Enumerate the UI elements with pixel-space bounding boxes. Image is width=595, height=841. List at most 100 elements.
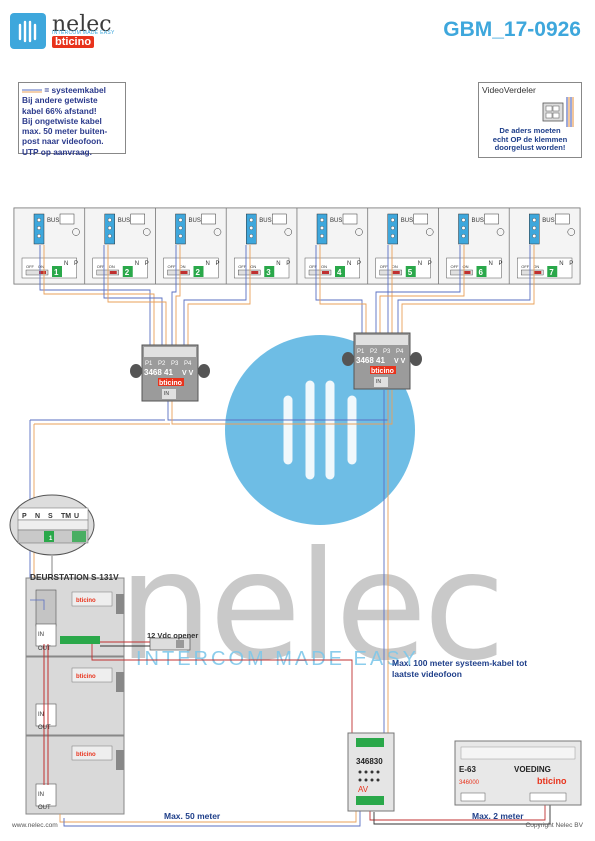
door-in-label: IN [38, 632, 44, 638]
bus-label: BUS [118, 218, 130, 224]
door-out-label: OUT [38, 646, 51, 652]
n-label: N [489, 261, 493, 267]
switch-knob [109, 271, 117, 274]
screen-icon [130, 213, 145, 225]
note-line: Bij andere getwiste [22, 95, 98, 106]
power-model-name: E-63 [459, 765, 476, 774]
av-model: 346830 [356, 757, 383, 766]
monitor-address-badge [335, 266, 345, 277]
bus-label: BUS [47, 218, 59, 224]
screen-icon [484, 213, 499, 225]
terminal-screw-icon [461, 217, 466, 222]
crosshair-icon [496, 228, 505, 236]
off-label: OFF [380, 264, 389, 269]
power-title: VOEDING [514, 765, 551, 774]
port-label: P1 [145, 361, 153, 367]
distributor-terminals [356, 335, 408, 345]
terminal-led-number: 1 [49, 536, 53, 542]
screen-icon [59, 213, 75, 225]
note-line: post naar videofoon. [22, 136, 104, 147]
p-label: P [357, 261, 361, 267]
terminal-screw-icon [249, 233, 254, 238]
terminal-detail-icon [542, 97, 574, 127]
off-label: OFF [97, 264, 106, 269]
mount-ear-icon [342, 352, 354, 366]
p-label: P [286, 261, 290, 267]
distributor-in-label: IN [376, 379, 381, 385]
door-brand: bticino [76, 752, 96, 758]
av-module [347, 732, 395, 812]
n-label: N [135, 261, 139, 267]
terminal-screw-icon [37, 225, 42, 230]
on-label: ON [180, 264, 186, 269]
off-on-switch [379, 269, 402, 276]
on-label: ON [250, 264, 256, 269]
terminal-screw-icon [249, 225, 254, 230]
monitor-number: 5 [408, 268, 413, 277]
terminal-screw-icon [107, 233, 112, 238]
off-on-switch [25, 269, 49, 276]
nelec-logo-icon [10, 13, 46, 49]
off-on-switch [521, 269, 544, 276]
av-label: AV [358, 785, 369, 794]
switch-knob [534, 271, 542, 274]
crosshair-icon [213, 228, 222, 236]
distributor-vv: V V [394, 358, 406, 365]
p-label: P [216, 261, 220, 267]
door-out-label: OUT [38, 725, 51, 731]
terminal-screw-icon [249, 217, 254, 222]
door-brand: bticino [76, 674, 96, 680]
off-label: OFF [521, 264, 530, 269]
power-brand: bticino [537, 776, 567, 786]
distributor-brand: bticino [159, 380, 182, 387]
port-label: P4 [184, 361, 192, 367]
off-label: OFF [168, 264, 177, 269]
port-label: P3 [171, 361, 179, 367]
crosshair-icon [355, 228, 363, 236]
max-2-note: Max. 2 meter [472, 811, 524, 821]
terminal-screw-icon [178, 217, 183, 222]
door-terminal-label: N [35, 513, 40, 520]
distributor-in-terminal [162, 389, 176, 399]
terminal-screw-icon [178, 225, 183, 230]
screen-icon [342, 213, 358, 225]
p-label: P [569, 261, 573, 267]
on-label: ON [463, 264, 469, 269]
note-line: kabel 66% afstand! [22, 105, 97, 116]
cable-note: = systeemkabel Bij andere getwiste kabel… [18, 82, 126, 157]
terminal-screw-icon [532, 217, 537, 222]
p-label: P [499, 261, 503, 267]
terminal-zoom [9, 494, 95, 608]
n-label: N [559, 261, 563, 267]
document-code: GBM_17-0926 [443, 18, 581, 41]
switch-knob [463, 271, 471, 274]
monitor-address-badge [122, 266, 133, 277]
terminal-screw-icon [178, 233, 183, 238]
on-label: ON [392, 264, 398, 269]
max-100-note: Max. 100 meter systeem-kabel tot laatste… [392, 658, 528, 679]
crosshair-icon [426, 228, 434, 236]
terminal-screw-icon [37, 217, 42, 222]
distributor-brand-badge [370, 366, 396, 374]
terminal-screw-icon [37, 233, 42, 238]
distributor-brand-badge [158, 378, 184, 386]
distributor-in-label: IN [164, 391, 169, 397]
door-in-label: IN [38, 712, 44, 718]
crosshair-icon [567, 228, 575, 236]
terminal-screw-icon [461, 225, 466, 230]
n-label: N [276, 261, 280, 267]
off-on-switch [167, 269, 190, 276]
off-on-switch [450, 269, 473, 276]
door-terminal-label: U [74, 513, 79, 520]
door-out-label: OUT [38, 805, 51, 811]
monitor-address-badge [52, 266, 62, 277]
monitor-number: 2 [125, 268, 130, 277]
monitor-address-badge [193, 266, 204, 277]
p-label: P [74, 261, 78, 267]
port-label: P2 [158, 361, 166, 367]
terminal-screw-icon [107, 217, 112, 222]
terminal-screw-icon [532, 233, 537, 238]
